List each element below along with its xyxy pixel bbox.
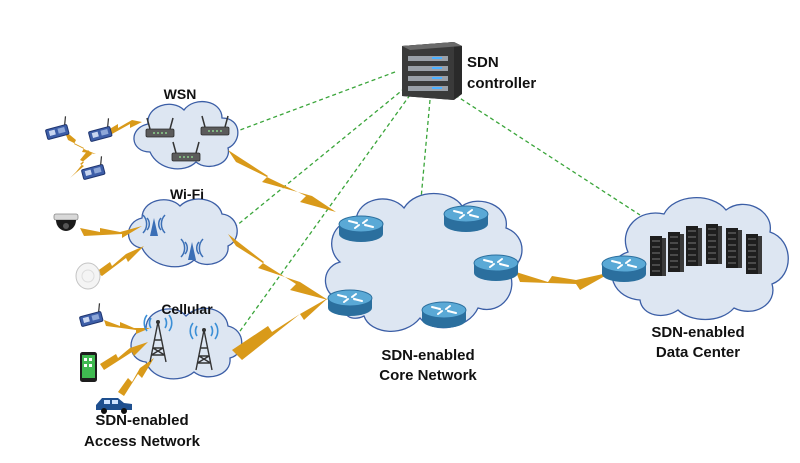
wsn-label: WSN <box>164 86 197 102</box>
controller-label-line2: controller <box>467 75 536 92</box>
cellular-label: Cellular <box>161 301 213 317</box>
bolt-puck-wifi <box>96 246 144 276</box>
access-label-line2: Access Network <box>84 433 201 450</box>
router-icon <box>601 255 647 283</box>
datacenter-label-line2: Data Center <box>656 344 740 361</box>
datacenter-label-line1: SDN-enabled <box>651 324 744 341</box>
router-icon <box>443 205 489 233</box>
control-link-cellular <box>229 94 411 346</box>
bolt-wsn-core <box>228 150 336 212</box>
smartphone-icon <box>80 352 97 382</box>
bolt-core-datacenter <box>516 272 612 290</box>
control-link-wsn <box>231 71 396 134</box>
router-icon <box>473 254 519 282</box>
wifi-puck-icon <box>75 262 101 290</box>
router-icon <box>327 289 373 317</box>
sensor-mote-icon <box>42 115 71 141</box>
router-icon <box>421 301 467 329</box>
bolt-cellular-core <box>232 298 328 360</box>
core-label-line2: Core Network <box>379 367 477 384</box>
sensor-mote-icon <box>76 302 105 328</box>
bolt-wsn-mote3 <box>108 120 142 134</box>
bolt-car-cellular <box>118 358 154 396</box>
wifi-cloud <box>127 198 238 268</box>
control-links <box>224 71 641 346</box>
wifi-label: Wi-Fi <box>170 186 204 202</box>
bolt-camera-wifi <box>80 226 142 238</box>
bolt-mote-cellular <box>104 320 150 334</box>
control-link-core <box>419 99 431 211</box>
wireless-links <box>64 120 612 396</box>
wsn-motes <box>42 115 114 328</box>
dome-camera-icon <box>53 213 79 231</box>
control-link-wifi <box>224 87 406 236</box>
core-label-line1: SDN-enabled <box>381 347 474 364</box>
server-tower-icon <box>402 42 462 100</box>
access-label-line1: SDN-enabled <box>95 412 188 429</box>
bolt-phone-cellular <box>100 342 148 370</box>
sensor-mote-icon <box>85 117 114 143</box>
control-link-datacenter <box>454 94 641 216</box>
car-icon <box>96 398 132 414</box>
router-icon <box>338 215 384 243</box>
bolt-wsn-mote2 <box>70 150 92 178</box>
bolt-wifi-core <box>228 234 328 300</box>
controller-label-line1: SDN <box>467 54 499 71</box>
